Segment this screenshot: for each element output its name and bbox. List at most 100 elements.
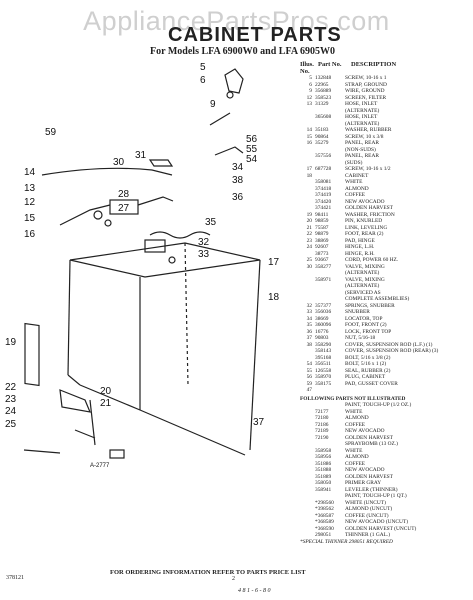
illus-number: 15 [306, 133, 312, 140]
callout-18: 18 [268, 292, 280, 303]
part-number: 365608 [315, 114, 332, 120]
part-row: (ALTERNATE) [300, 270, 470, 277]
part-number: 72186 [315, 421, 329, 428]
part-number: 98411 [315, 211, 329, 218]
part-description: BOLT, 5/16 x 3/8 (2) [345, 354, 391, 361]
part-description: COVER, SUSPENSION ROD (L.F.) (1) [345, 341, 433, 348]
part-number: 687728 [315, 166, 332, 172]
part-number: 374420 [315, 198, 332, 205]
part-number: 22965 [315, 81, 329, 88]
part-number: 360096 [315, 322, 332, 328]
part-number: 357556 [315, 153, 332, 159]
part-description: SPRINGS, SNUBBER [345, 302, 395, 309]
part-number: 358970 [315, 374, 332, 380]
part-number: 358971 [315, 276, 332, 283]
col-desc: DESCRIPTION [351, 61, 397, 68]
callout-16: 16 [24, 229, 36, 240]
part-number: 358175 [315, 380, 332, 387]
part-number: 358277 [315, 263, 332, 270]
part-description: PRIMER GRAY [345, 480, 382, 486]
illus-number: 5 [309, 75, 312, 81]
illus-number: 24 [306, 244, 312, 250]
part-description: WHITE [345, 179, 363, 185]
part-description: WASHER, RUBBER [345, 127, 392, 133]
illus-number: 54 [306, 361, 312, 367]
callout-21: 21 [100, 398, 112, 409]
callout-17: 17 [268, 257, 280, 268]
part-description: (NON-SUDS) [345, 146, 376, 153]
part-description: SCREW, 10-16 x 1/2 [345, 166, 391, 172]
part-description: COVER, SUSPENSION ROD (REAR) (3) [345, 348, 439, 354]
ordering-footer: FOR ORDERING INFORMATION REFER TO PARTS … [110, 569, 306, 576]
part-number: 356511 [315, 361, 331, 367]
part-number: 90803 [315, 335, 329, 341]
part-description: SCREW, 10 x 3/8 [345, 133, 384, 140]
callout-20: 20 [100, 386, 112, 397]
illus-number: 35 [306, 322, 312, 328]
part-number: 98859 [315, 218, 329, 224]
illus-number: 33 [306, 309, 312, 315]
part-description: (ALTERNATE) [345, 120, 380, 127]
part-number: 38669 [315, 315, 329, 322]
part-number: 358958 [315, 447, 332, 454]
part-row: 358143 COVER, SUSPENSION ROD (REAR) (3) [300, 348, 470, 355]
doc-code: 378121 [6, 575, 24, 581]
part-description: NEW AVOCADO [345, 198, 385, 205]
part-number: 72180 [315, 415, 329, 421]
part-number: 374421 [315, 205, 332, 211]
part-number: 374418 [315, 185, 332, 192]
part-number: 358143 [315, 348, 332, 354]
part-row: (ALTERNATE) [300, 121, 470, 128]
part-description: ALMOND (UNCUT) [345, 506, 393, 512]
part-number: 358941 [315, 486, 332, 493]
part-number: 358523 [315, 94, 332, 101]
part-number [315, 387, 345, 394]
part-description: WHITE [345, 408, 363, 415]
part-description: WIRE, GROUND [345, 88, 385, 94]
part-description: COMPLETE ASSEMBLIES) [345, 296, 410, 302]
part-description: LEVELER (THINNER) [345, 486, 398, 493]
part-description: ALMOND [345, 415, 369, 421]
part-description: CABINET [345, 172, 369, 179]
illus-number: 20 [306, 218, 312, 224]
callout-59: 59 [45, 127, 57, 138]
col-illus: Illus. No. [300, 61, 314, 75]
part-description: SNUBBER [345, 309, 370, 315]
not-illustrated-header: FOLLOWING PARTS NOT ILLUSTRATED [300, 395, 406, 402]
part-description: STRAP, GROUND [345, 81, 387, 88]
part-row: (NON-SUDS) [300, 147, 470, 154]
callout-30: 30 [113, 157, 125, 168]
part-description: COFFEE [345, 192, 366, 198]
part-description: FOOT, FRONT (2) [345, 322, 387, 328]
part-description: SEAL, RUBBER (2) [345, 367, 391, 374]
illus-number: 16 [306, 140, 312, 146]
part-description [345, 387, 470, 394]
part-number: 35183 [315, 127, 329, 133]
part-description: PAD, GUSSET COVER [345, 380, 398, 387]
